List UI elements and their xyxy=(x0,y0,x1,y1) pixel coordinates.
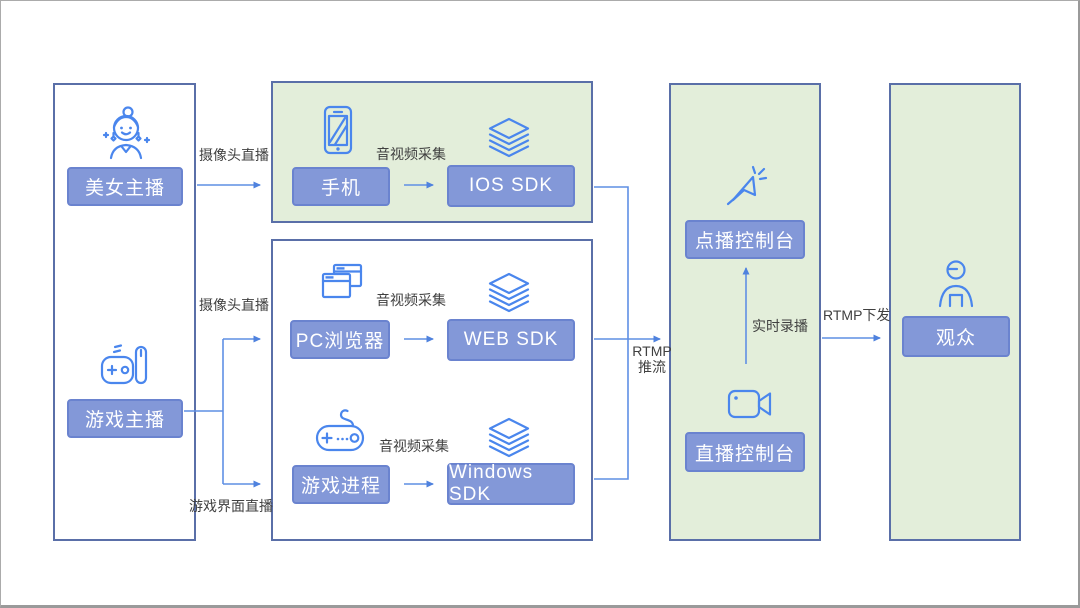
node-phone: 手机 xyxy=(292,167,390,206)
smartphone-icon xyxy=(318,105,358,157)
console-panel xyxy=(669,83,821,541)
rtmp-push-line2: 推流 xyxy=(638,359,666,375)
person-icon xyxy=(935,259,977,309)
node-game-process: 游戏进程 xyxy=(292,465,390,504)
browser-windows-icon xyxy=(319,263,365,307)
edge-label-rtmp-distribute: RTMP下发 xyxy=(823,307,891,323)
edge-label-rtmp-push: RTMP 推流 xyxy=(627,343,677,375)
cursor-click-icon xyxy=(723,162,769,208)
node-pc-browser: PC浏览器 xyxy=(290,320,390,359)
node-ios-sdk: IOS SDK xyxy=(447,165,575,207)
node-live-console: 直播控制台 xyxy=(685,432,805,472)
video-camera-icon xyxy=(727,387,773,423)
edge-label-camera-live-top: 摄像头直播 xyxy=(199,147,269,163)
streamers-panel xyxy=(53,83,196,541)
gamepad-cable-icon xyxy=(315,407,369,455)
node-vod-console: 点播控制台 xyxy=(685,220,805,259)
layers-icon xyxy=(485,117,533,159)
gamepad-hand-icon xyxy=(99,341,149,391)
edge-label-av-capture-phone: 音视频采集 xyxy=(376,146,446,162)
node-audience: 观众 xyxy=(902,316,1010,357)
edge-label-av-capture-game: 音视频采集 xyxy=(379,438,449,454)
edge-label-realtime-record: 实时录播 xyxy=(752,318,808,334)
layers-icon xyxy=(485,417,533,459)
node-beauty-streamer: 美女主播 xyxy=(67,167,183,206)
node-game-streamer: 游戏主播 xyxy=(67,399,183,438)
audience-panel xyxy=(889,83,1021,541)
edge-label-game-screen-live: 游戏界面直播 xyxy=(189,498,273,514)
edge-label-av-capture-browser: 音视频采集 xyxy=(376,292,446,308)
female-streamer-icon xyxy=(101,104,151,160)
layers-icon xyxy=(485,272,533,314)
node-windows-sdk: Windows SDK xyxy=(447,462,575,505)
node-web-sdk: WEB SDK xyxy=(447,319,575,361)
edge-label-camera-live-mid: 摄像头直播 xyxy=(199,297,269,313)
rtmp-push-line1: RTMP xyxy=(632,343,672,359)
